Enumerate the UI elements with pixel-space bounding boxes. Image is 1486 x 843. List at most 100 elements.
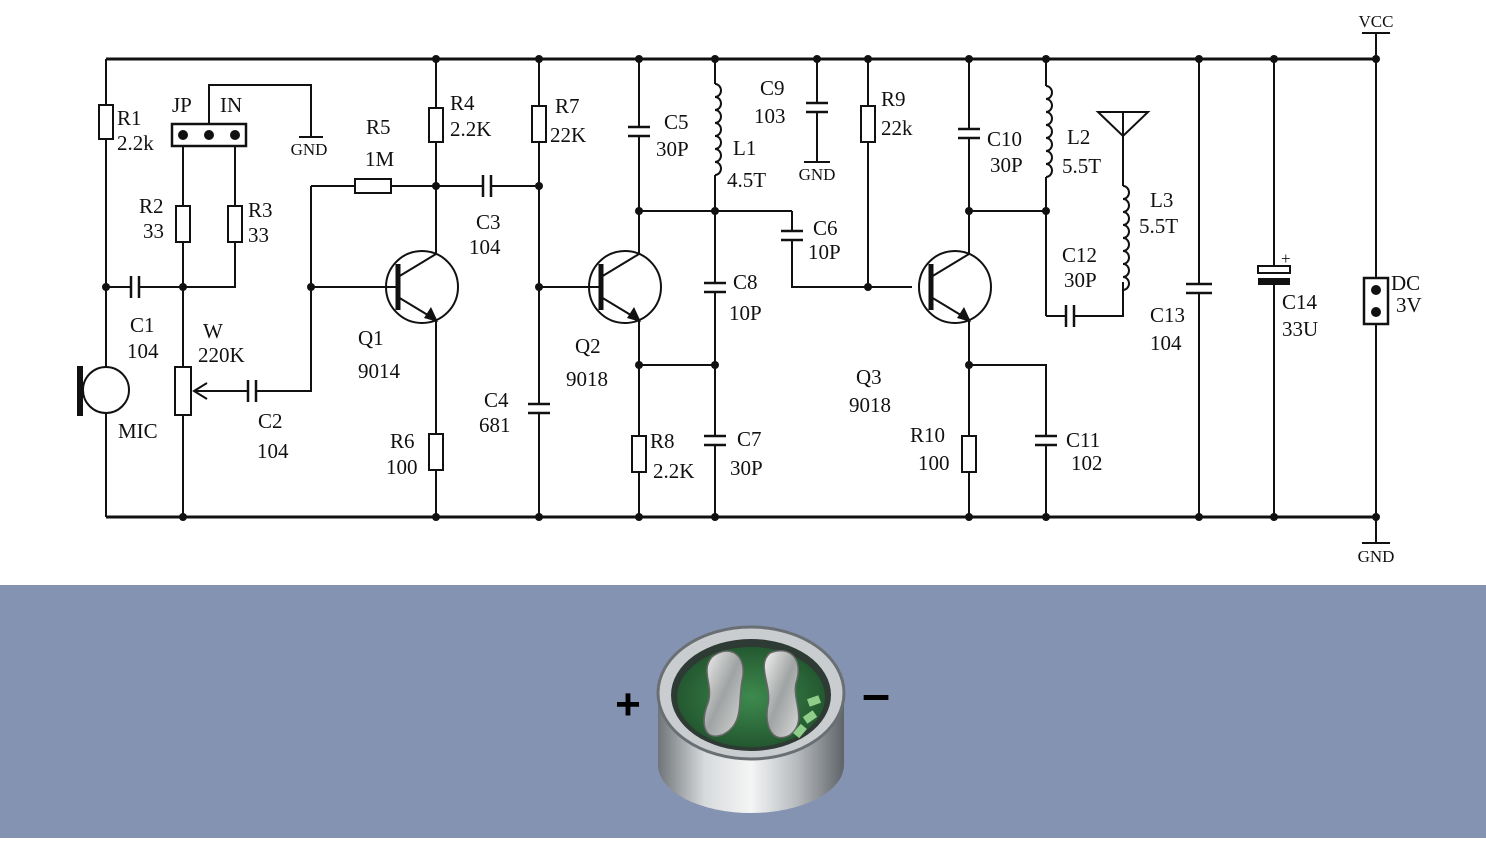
r7-value: 22K	[550, 123, 586, 147]
mic-plus-label: +	[615, 680, 641, 729]
c3-ref: C3	[476, 210, 501, 234]
jp-gnd-label: GND	[291, 140, 328, 159]
r3-value: 33	[248, 223, 269, 247]
r7-ref: R7	[555, 94, 580, 118]
q3-value: 9018	[849, 393, 891, 417]
dc-connector	[1362, 276, 1390, 326]
r7-resistor	[531, 105, 547, 143]
c10-value: 30P	[990, 153, 1023, 177]
q1-value: 9014	[358, 359, 401, 383]
l3-value: 5.5T	[1139, 214, 1178, 238]
q2-value: 9018	[566, 367, 608, 391]
schematic-svg: VCC GND R1 2.2k JP IN GND R2 33 R3 33 C1…	[77, 12, 1422, 566]
antenna-symbol	[1095, 111, 1151, 138]
c12-value: 30P	[1064, 268, 1097, 292]
vcc-label: VCC	[1359, 12, 1394, 31]
c7-ref: C7	[737, 427, 762, 451]
r1-ref: R1	[117, 106, 142, 130]
c9-gnd-label: GND	[799, 165, 836, 184]
mic-ref: MIC	[118, 419, 158, 443]
q2-transistor	[588, 250, 662, 324]
r10-value: 100	[918, 451, 950, 475]
l2-value: 5.5T	[1062, 154, 1101, 178]
r4-resistor	[428, 107, 444, 143]
r10-resistor	[961, 435, 977, 473]
l1-ref: L1	[733, 136, 756, 160]
r1-resistor	[98, 104, 114, 140]
l1-value: 4.5T	[727, 168, 766, 192]
c9-ref: C9	[760, 76, 785, 100]
dc-value: 3V	[1396, 293, 1422, 317]
r2-ref: R2	[139, 194, 164, 218]
r10-ref: R10	[910, 423, 945, 447]
c12-ref: C12	[1062, 243, 1097, 267]
q3-ref: Q3	[856, 365, 882, 389]
r9-resistor	[860, 105, 876, 143]
q3-transistor	[918, 250, 992, 324]
r3-ref: R3	[248, 198, 273, 222]
jp-ref: JP	[172, 93, 192, 117]
c14-capacitor	[1257, 265, 1291, 274]
c5-ref: C5	[664, 110, 689, 134]
r8-ref: R8	[650, 429, 675, 453]
c14-plus: +	[1281, 249, 1291, 268]
r3-resistor	[227, 205, 243, 243]
r6-value: 100	[386, 455, 418, 479]
r2-value: 33	[143, 219, 164, 243]
c14-ref: C14	[1282, 290, 1318, 314]
r6-resistor	[428, 433, 444, 471]
l2-ref: L2	[1067, 125, 1090, 149]
electret-microphone-image	[656, 625, 846, 813]
w-ref: W	[203, 319, 223, 343]
c11-ref: C11	[1066, 428, 1100, 452]
l2-inductor	[1045, 85, 1053, 178]
c8-ref: C8	[733, 270, 758, 294]
c5-value: 30P	[656, 137, 689, 161]
r9-ref: R9	[881, 87, 906, 111]
r5-resistor	[354, 178, 392, 194]
c9-value: 103	[754, 104, 786, 128]
w-potentiometer	[174, 366, 192, 416]
r2-resistor	[175, 205, 191, 243]
mic-symbol	[82, 366, 130, 414]
c2-value: 104	[257, 439, 289, 463]
r9-value: 22k	[881, 116, 913, 140]
l3-inductor	[1122, 185, 1130, 291]
l3-ref: L3	[1150, 188, 1173, 212]
r8-resistor	[631, 435, 647, 473]
circuit-schematic: VCC GND R1 2.2k JP IN GND R2 33 R3 33 C1…	[77, 12, 1422, 566]
c14-value: 33U	[1282, 317, 1318, 341]
r1-value: 2.2k	[117, 131, 154, 155]
c1-value: 104	[127, 339, 159, 363]
c2-ref: C2	[258, 409, 283, 433]
r5-value: 1M	[365, 147, 395, 171]
microphone-photo-panel: + –	[0, 585, 1486, 838]
c13-value: 104	[1150, 331, 1182, 355]
q1-transistor	[385, 250, 459, 324]
q1-ref: Q1	[358, 326, 384, 350]
mic-minus-label: –	[862, 666, 890, 722]
c10-ref: C10	[987, 127, 1022, 151]
c1-ref: C1	[130, 313, 155, 337]
dc-ref: DC	[1391, 271, 1420, 295]
r6-ref: R6	[390, 429, 415, 453]
r5-ref: R5	[366, 115, 391, 139]
c11-value: 102	[1071, 451, 1103, 475]
c4-value: 681	[479, 413, 511, 437]
jp-in-label: IN	[220, 93, 242, 117]
junction-dots	[102, 55, 1380, 521]
r8-value: 2.2K	[653, 459, 694, 483]
r4-value: 2.2K	[450, 117, 491, 141]
r4-ref: R4	[450, 91, 475, 115]
c4-ref: C4	[484, 388, 509, 412]
vcc-terminal: VCC	[1359, 12, 1394, 59]
gnd-label: GND	[1358, 547, 1395, 566]
c8-value: 10P	[729, 301, 762, 325]
l1-inductor	[714, 83, 722, 176]
c6-value: 10P	[808, 240, 841, 264]
w-value: 220K	[198, 343, 245, 367]
c7-value: 30P	[730, 456, 763, 480]
c3-value: 104	[469, 235, 501, 259]
c13-ref: C13	[1150, 303, 1185, 327]
c6-ref: C6	[813, 216, 838, 240]
